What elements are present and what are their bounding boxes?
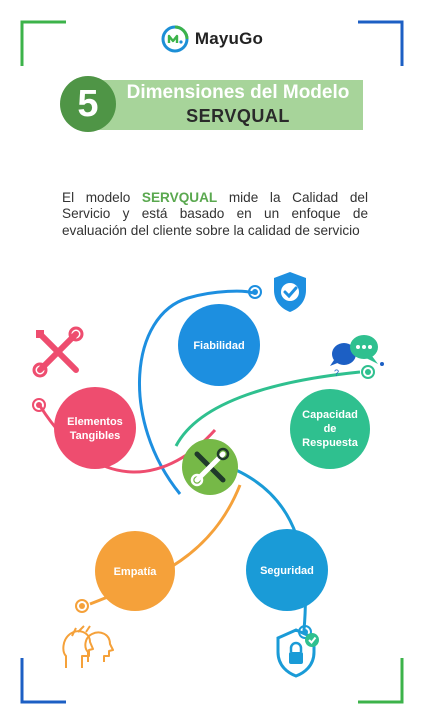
label-empatia: Empatía [114,566,158,578]
corner-bracket-top-left [20,20,66,66]
brand-name: MayuGo [194,29,264,48]
empathy-heads-icon [62,625,114,668]
title-number-badge: 5 [60,76,116,132]
node-elementos-tangibles [54,387,136,469]
node-capacidad-respuesta [290,389,370,469]
connector-arc-capacidad [174,370,361,447]
mayugo-logo-icon [161,25,189,53]
label-fiabilidad: Fiabilidad [193,340,244,352]
node-fiabilidad [178,304,260,386]
corner-bracket-bottom-right [358,658,404,704]
dot-elementos-core [36,402,42,408]
intro-suffix: mide la Calidad del Servicio y está basa… [62,189,368,238]
label-elementos-1: Elementos [67,416,123,428]
dot-capacidad-core [365,369,371,375]
intro-highlight: SERVQUAL [141,189,218,205]
brand-logo: MayuGo [0,22,424,56]
corner-bracket-bottom-left [20,658,66,704]
dot-empatia [75,599,89,613]
label-capacidad-3: Respuesta [302,437,359,449]
intro-paragraph: El modelo SERVQUAL mide la Calidad del S… [62,190,368,240]
label-capacidad-2: de [324,423,337,435]
node-seguridad [246,529,328,611]
dot-fiabilidad [248,285,262,299]
chat-bubbles-icon: ? [330,335,384,378]
label-seguridad: Seguridad [260,565,314,577]
title-line-2: SERVQUAL [186,106,290,126]
title-banner [85,80,363,130]
title-line-1: Dimensiones del Modelo [126,82,350,103]
shield-lock-icon [276,628,319,678]
label-capacidad-1: Capacidad [302,409,358,421]
dot-empatia-core [79,603,85,609]
shield-check-icon [274,272,306,312]
dot-elementos [32,398,46,412]
node-empatia [95,531,175,611]
dot-capacidad [361,365,375,379]
corner-bracket-top-right [358,20,404,66]
dot-fiabilidad-core [252,289,258,295]
svg-text:?: ? [334,368,339,378]
connector-arc-fiabilidad [138,289,254,495]
tools-icon [32,326,84,378]
intro-prefix: El modelo [62,189,142,205]
label-elementos-2: Tangibles [70,430,121,442]
center-tools-icon [190,447,230,487]
